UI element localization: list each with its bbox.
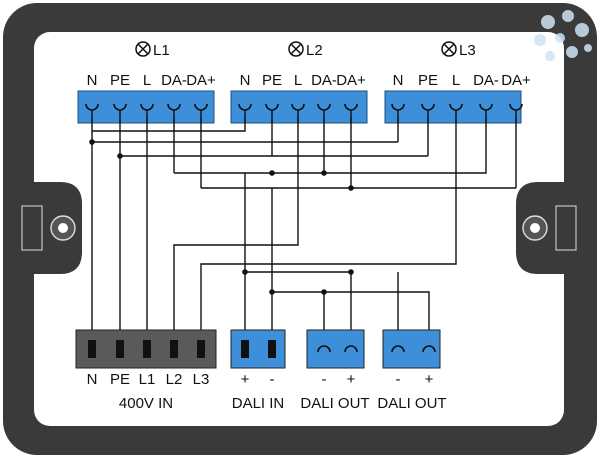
junction-dot: [321, 289, 327, 295]
output-pin-label: N: [393, 72, 404, 89]
junction-dot: [242, 269, 248, 275]
input-pin-label: N: [87, 371, 98, 388]
wire-l3-da-minus: [456, 118, 487, 174]
output-terminal-block: [384, 90, 523, 124]
terminal-contact-icon: [197, 340, 205, 358]
output-lamp-label: L2: [306, 42, 323, 59]
input-pin-label: -: [396, 371, 401, 388]
input-block-title: DALI OUT: [377, 395, 446, 412]
output-terminal-blocks: [77, 90, 523, 124]
wire-l2-l: [173, 118, 299, 330]
terminal-contact-icon: [116, 340, 124, 358]
input-pin-label: -: [270, 371, 275, 388]
junction-dot: [117, 153, 123, 159]
output-lamp-label: L3: [459, 42, 476, 59]
power-terminal-block: [75, 329, 217, 369]
input-terminal-blocks: [75, 329, 441, 369]
output-pin-label: DA-: [161, 72, 187, 89]
terminal-contact-icon: [241, 340, 249, 358]
output-terminal-block: [230, 90, 368, 124]
dali-out-1-terminal-block: [306, 329, 365, 369]
wiring: [89, 118, 517, 330]
junction-dot: [89, 139, 95, 145]
terminal-contact-icon: [170, 340, 178, 358]
input-block-title: DALI IN: [232, 395, 285, 412]
input-pin-label: L1: [139, 371, 156, 388]
output-pin-label: PE: [418, 72, 438, 89]
lamp-crossed-circle-icon: [135, 41, 151, 57]
terminal-contact-icon: [268, 340, 276, 358]
terminal-clamp-icon: [344, 345, 358, 353]
output-pin-label: L: [452, 72, 460, 89]
output-pin-label: L: [294, 72, 302, 89]
lamp-crossed-circle-icon: [288, 41, 304, 57]
output-pin-label: PE: [110, 72, 130, 89]
output-lamp-label: L1: [153, 42, 170, 59]
wire-l3-l: [200, 118, 457, 330]
junction-dot: [269, 289, 275, 295]
output-pin-label: PE: [262, 72, 282, 89]
dali-out-2-terminal-block: [382, 329, 441, 369]
input-block-title: 400V IN: [119, 395, 173, 412]
input-pin-label: L2: [166, 371, 183, 388]
terminal-clamp-icon: [317, 345, 331, 353]
output-pin-label: L: [143, 72, 151, 89]
terminal-clamp-icon: [422, 345, 436, 353]
output-terminal-block: [77, 90, 215, 124]
junction-dot: [348, 269, 354, 275]
mounting-ear-icon: [516, 182, 577, 274]
mounting-ear-icon: [21, 182, 82, 274]
dali-in-terminal-block: [230, 329, 286, 369]
output-pin-label: DA-: [311, 72, 337, 89]
input-block-title: DALI OUT: [300, 395, 369, 412]
terminal-contact-icon: [143, 340, 151, 358]
output-pin-label: DA-: [473, 72, 499, 89]
output-pin-label: DA+: [186, 72, 216, 89]
output-pin-label: N: [87, 72, 98, 89]
input-pin-label: +: [425, 371, 434, 388]
junction-dot: [269, 170, 275, 176]
input-labels: N PE L1 L2 L3 400V IN + - DALI IN - + DALI OUT - + DAL…: [87, 371, 447, 412]
terminal-contact-icon: [88, 340, 96, 358]
input-pin-label: +: [347, 371, 356, 388]
terminal-clamp-icon: [391, 345, 405, 353]
output-pin-label: N: [240, 72, 251, 89]
output-pin-label: DA+: [501, 72, 531, 89]
input-pin-label: +: [241, 371, 250, 388]
output-pin-label: DA+: [336, 72, 366, 89]
junction-dot: [321, 170, 327, 176]
brand-watermark-icon: [534, 10, 592, 61]
junction-dot: [348, 185, 354, 191]
wire-l2-n: [92, 118, 246, 132]
lamp-crossed-circle-icon: [441, 41, 457, 57]
input-pin-label: L3: [193, 371, 210, 388]
input-pin-label: PE: [110, 371, 130, 388]
input-pin-label: -: [322, 371, 327, 388]
